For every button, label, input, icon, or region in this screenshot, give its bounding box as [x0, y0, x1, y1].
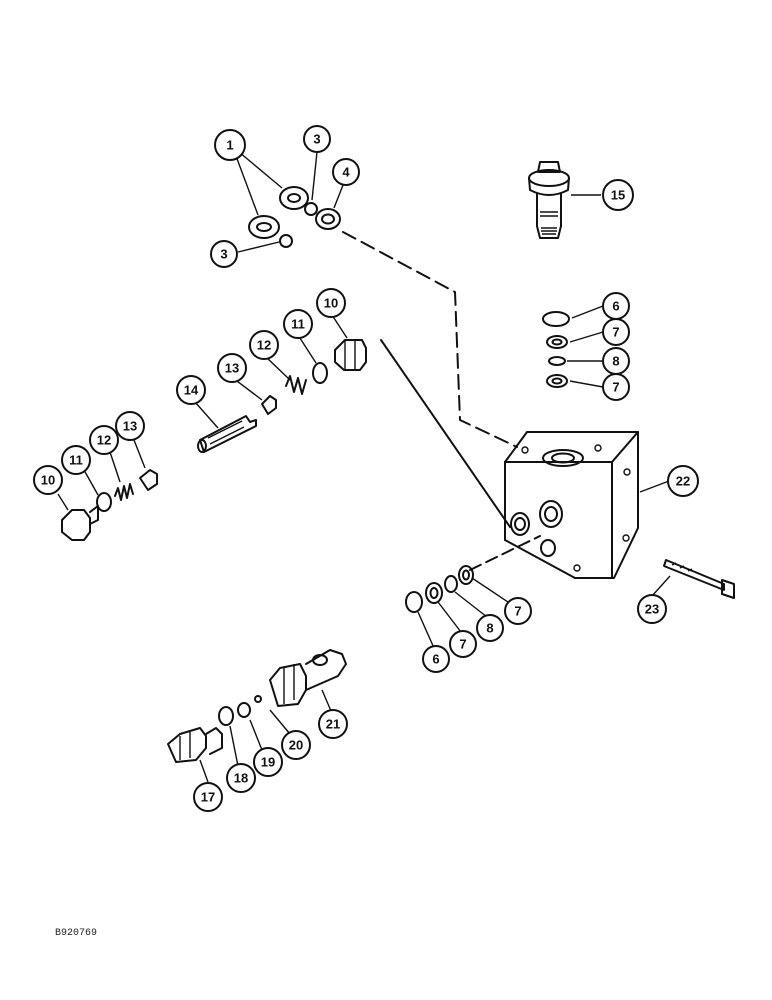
- svg-text:6: 6: [432, 652, 439, 667]
- svg-text:15: 15: [611, 188, 625, 203]
- callout-7-upper-b: 7: [602, 373, 630, 401]
- callout-18: 18: [226, 763, 256, 793]
- callout-6-lower: 6: [422, 645, 450, 673]
- svg-text:8: 8: [612, 354, 619, 369]
- relief-valve-left-assembly: [61, 469, 158, 541]
- svg-text:7: 7: [612, 380, 619, 395]
- svg-text:3: 3: [313, 132, 320, 147]
- valve-body-part-22: [504, 431, 639, 579]
- cap-screw-part-23: [663, 559, 735, 599]
- callout-3-upper: 3: [303, 125, 331, 153]
- drawing-id-label: B920769: [55, 928, 97, 939]
- callout-15: 15: [602, 179, 634, 211]
- svg-text:11: 11: [291, 317, 305, 332]
- callout-21: 21: [318, 709, 348, 739]
- svg-text:12: 12: [97, 433, 111, 448]
- callout-13-left: 13: [115, 411, 145, 441]
- callout-23: 23: [637, 594, 667, 624]
- svg-text:22: 22: [676, 474, 690, 489]
- relief-valve-upper-assembly: [197, 339, 367, 453]
- svg-text:20: 20: [289, 738, 303, 753]
- svg-text:23: 23: [645, 602, 659, 617]
- svg-text:1: 1: [226, 138, 233, 153]
- callout-10-left: 10: [33, 465, 63, 495]
- svg-text:11: 11: [69, 453, 83, 468]
- callout-11-left: 11: [61, 445, 91, 475]
- svg-text:19: 19: [261, 755, 275, 770]
- callout-8-upper: 8: [602, 347, 630, 375]
- svg-text:10: 10: [41, 473, 55, 488]
- callout-7-lower-b: 7: [449, 630, 477, 658]
- fitting-assembly-17-21: [167, 649, 347, 763]
- callout-22: 22: [667, 465, 699, 497]
- callout-7-lower-a: 7: [504, 597, 532, 625]
- washer-set-upper-6-7-8: [542, 311, 570, 388]
- svg-text:13: 13: [225, 361, 239, 376]
- callout-8-lower: 8: [476, 614, 504, 642]
- svg-text:3: 3: [220, 247, 227, 262]
- svg-text:7: 7: [612, 325, 619, 340]
- callout-20: 20: [281, 730, 311, 760]
- svg-text:7: 7: [514, 604, 521, 619]
- callout-13-upper: 13: [217, 353, 247, 383]
- svg-text:6: 6: [612, 299, 619, 314]
- svg-text:4: 4: [342, 165, 350, 180]
- callout-14: 14: [176, 375, 206, 405]
- svg-text:10: 10: [324, 296, 338, 311]
- callout-10-upper: 10: [316, 288, 346, 318]
- callout-12-left: 12: [89, 425, 119, 455]
- callout-17: 17: [193, 782, 223, 812]
- svg-text:12: 12: [257, 338, 271, 353]
- svg-text:8: 8: [486, 621, 493, 636]
- callout-19: 19: [253, 747, 283, 777]
- svg-text:13: 13: [123, 419, 137, 434]
- callout-6-upper: 6: [602, 292, 630, 320]
- callout-12-upper: 12: [249, 330, 279, 360]
- svg-text:18: 18: [234, 771, 248, 786]
- svg-text:17: 17: [201, 790, 215, 805]
- svg-text:7: 7: [459, 637, 466, 652]
- callout-leader-lines: [57, 151, 671, 783]
- svg-text:14: 14: [184, 383, 199, 398]
- callout-11-upper: 11: [283, 309, 313, 339]
- callout-7-upper-a: 7: [602, 318, 630, 346]
- callout-4: 4: [332, 158, 360, 186]
- seal-kit-parts-1-3-4: [248, 186, 341, 248]
- plug-part-15: [528, 161, 570, 239]
- callout-3-lower: 3: [210, 240, 238, 268]
- svg-text:21: 21: [326, 717, 340, 732]
- callout-1: 1: [214, 129, 246, 161]
- assembly-center-lines: [342, 231, 541, 571]
- washer-set-lower-6-7-8: [405, 565, 474, 613]
